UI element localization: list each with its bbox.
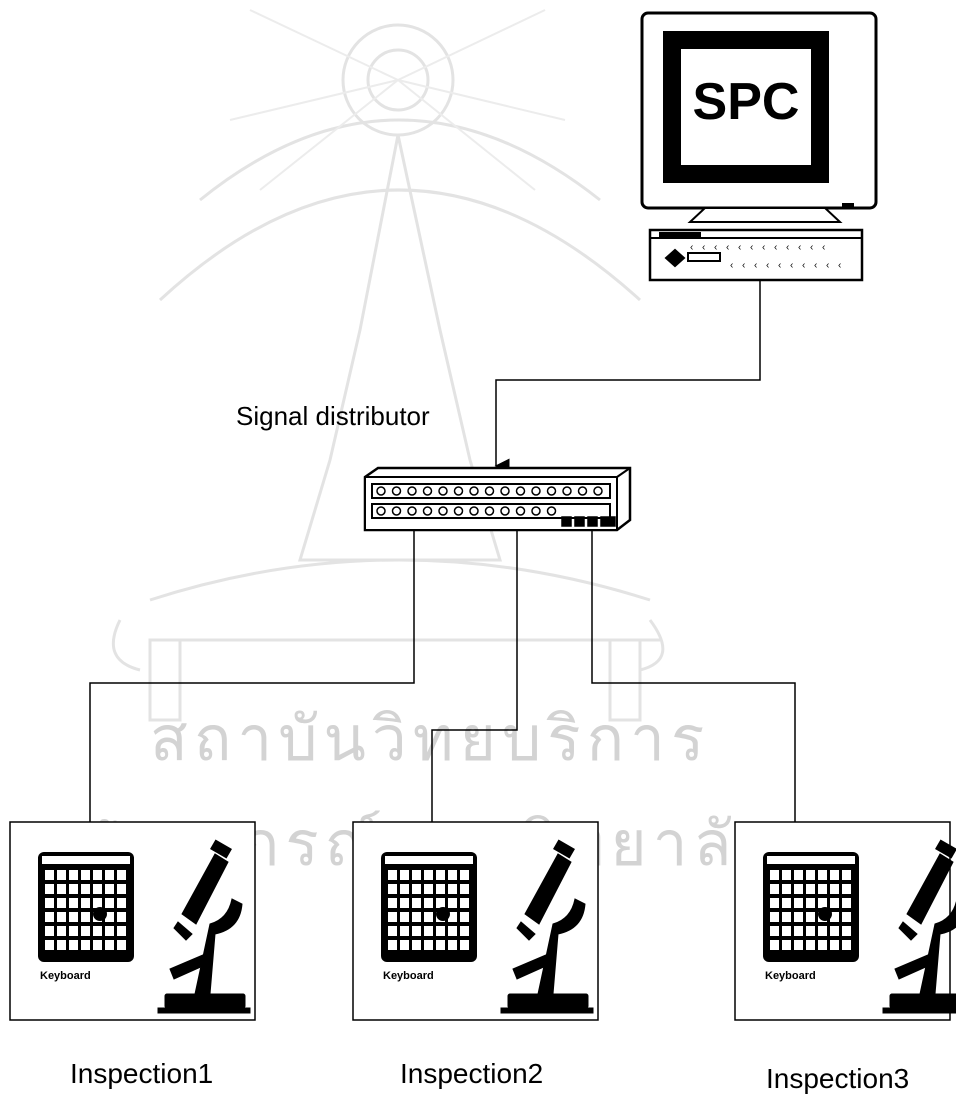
station-title: Inspection3 (766, 1063, 909, 1095)
keyboard-icon (763, 852, 859, 962)
keyboard-label: Keyboard (765, 970, 816, 982)
